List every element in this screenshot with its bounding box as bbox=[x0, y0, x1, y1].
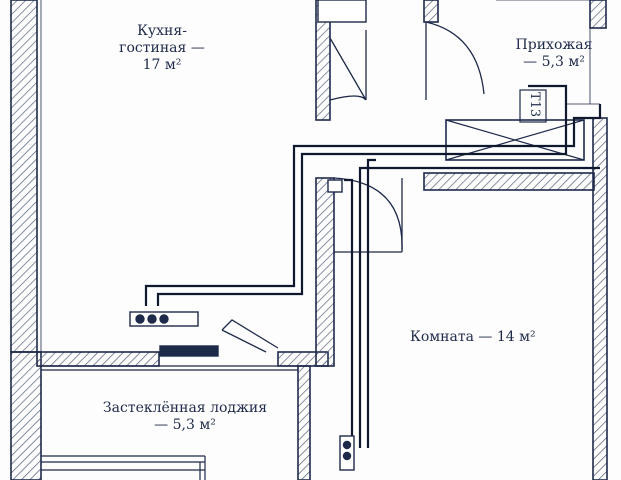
outer-walls bbox=[10, 0, 608, 480]
radiator-loggia bbox=[159, 345, 219, 357]
kitchen-name-line1: Кухня- bbox=[137, 23, 187, 39]
door-kitchen bbox=[329, 37, 367, 101]
wall-corridor-left bbox=[315, 0, 331, 121]
riser-tag: Т13 bbox=[526, 91, 542, 118]
hall-area: — 5,3 м² bbox=[523, 54, 585, 71]
shaft-block bbox=[445, 119, 585, 161]
kitchen-name-line2: гостиная — bbox=[119, 40, 205, 57]
room-label-bedroom: Комната — 14 м² bbox=[410, 329, 570, 346]
wall-left-loggia bbox=[10, 351, 42, 480]
room-label-loggia: Застеклённая лоджия — 5,3 м² bbox=[80, 400, 290, 434]
shaft-cross bbox=[445, 89, 585, 161]
wall-kitchen-loggia bbox=[36, 351, 160, 367]
interior-walls bbox=[36, 0, 595, 480]
bedroom-label: Комната — 14 м² bbox=[410, 329, 536, 345]
wall-hall-room bbox=[423, 172, 595, 191]
wall-right-outer bbox=[592, 117, 608, 480]
riser-room bbox=[327, 179, 343, 193]
radiator-corridor bbox=[317, 0, 367, 23]
room-label-kitchen: Кухня- гостиная — 17 м² bbox=[108, 23, 216, 74]
loggia-area: — 5,3 м² bbox=[154, 417, 216, 434]
door-hall bbox=[425, 21, 485, 100]
wall-loggia-right bbox=[297, 365, 311, 480]
wall-left-outer bbox=[10, 0, 38, 353]
door-loggia bbox=[221, 329, 267, 353]
room-label-hall: Прихожая — 5,3 м² bbox=[498, 37, 610, 71]
heating-pipes bbox=[144, 84, 602, 448]
loggia-name: Застеклённая лоджия bbox=[102, 400, 268, 416]
kitchen-area: 17 м² bbox=[142, 57, 182, 74]
doors bbox=[221, 21, 485, 353]
wall-shaft bbox=[423, 0, 439, 23]
wall-kitchen-room bbox=[315, 177, 335, 367]
loggia-glazing bbox=[41, 365, 298, 480]
wall-top-right bbox=[589, 0, 607, 29]
radiators bbox=[129, 0, 367, 471]
guide-lines bbox=[40, 0, 600, 352]
hall-name: Прихожая bbox=[515, 37, 593, 53]
